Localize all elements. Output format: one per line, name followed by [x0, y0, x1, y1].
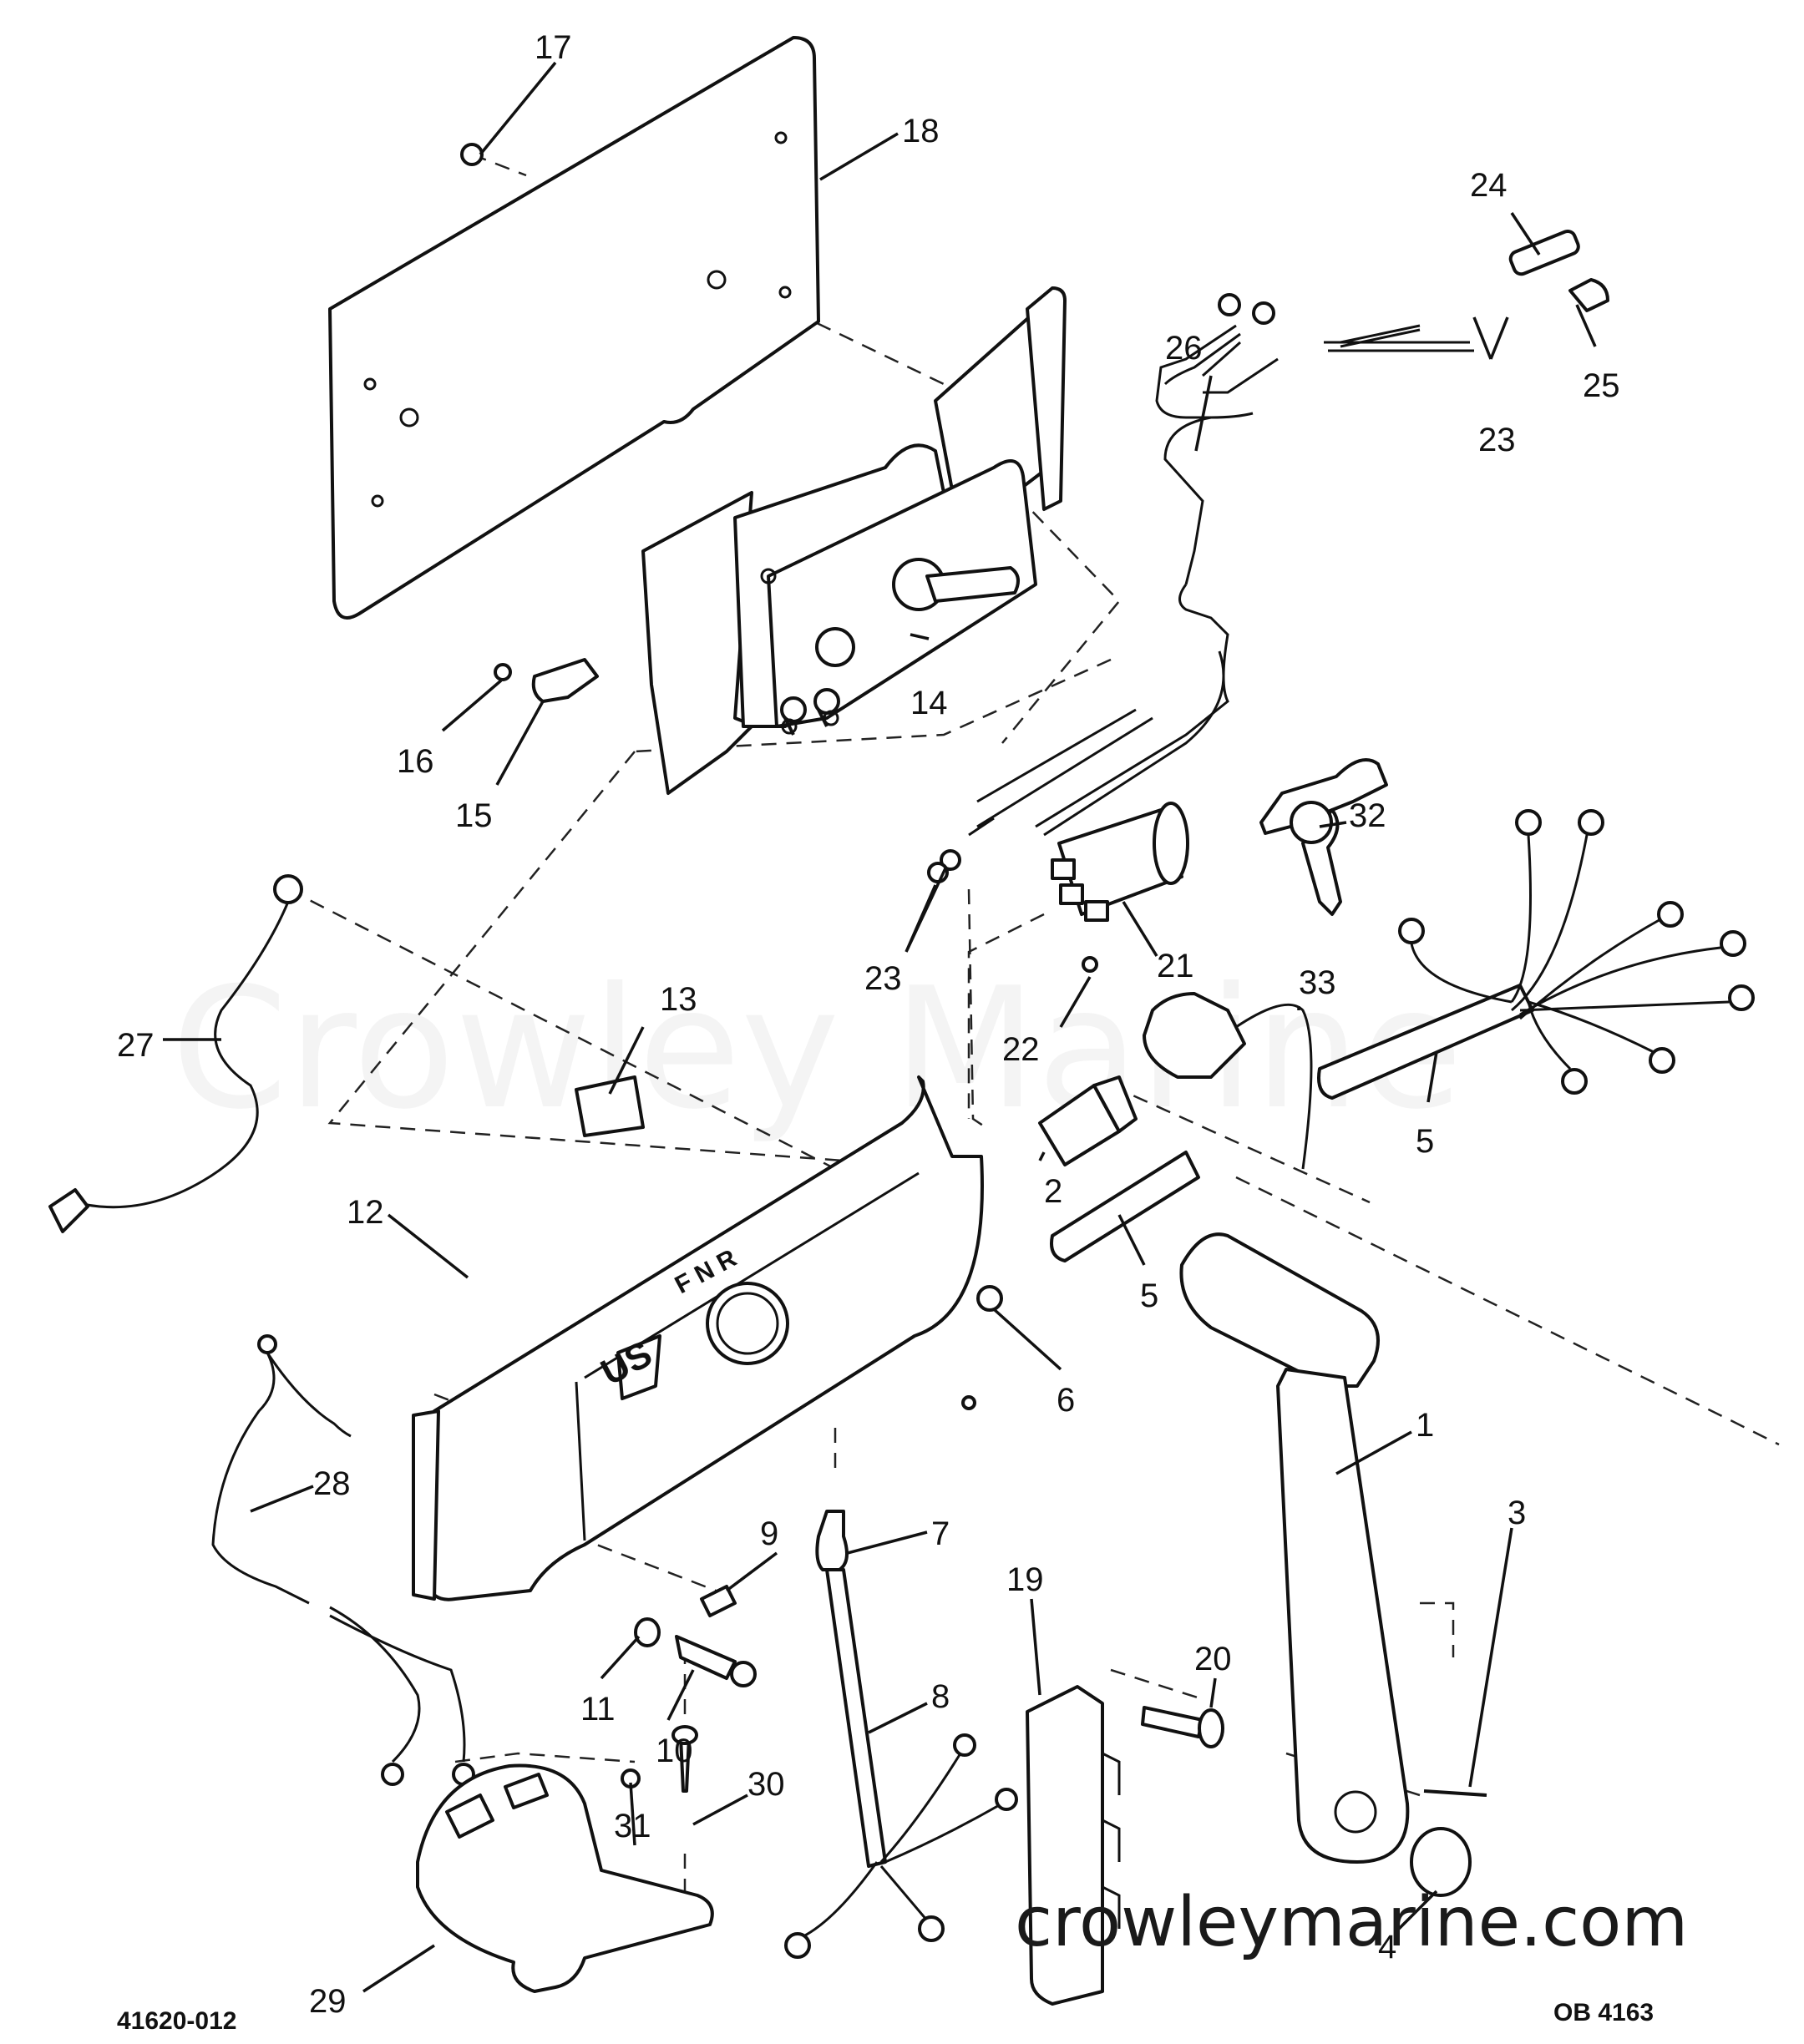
callout-21: 21: [1157, 948, 1194, 984]
callout-29: 29: [309, 1983, 347, 2020]
callout-17: 17: [535, 29, 572, 66]
screw-3: [1423, 1789, 1487, 1797]
callout-5a: 5: [1416, 1123, 1434, 1160]
callout-5b: 5: [1140, 1278, 1158, 1314]
callout-1: 1: [1416, 1407, 1434, 1444]
callout-8: 8: [931, 1678, 950, 1715]
callout-15: 15: [455, 797, 493, 834]
callout-11: 11: [580, 1691, 616, 1728]
bolt-9: [700, 1585, 737, 1617]
washer-11: [634, 1617, 661, 1647]
watermark-overlay: Crowley Marine: [171, 952, 1463, 1146]
callout-16: 16: [397, 743, 434, 780]
clip-15: [531, 658, 599, 703]
callout-23a: 23: [1478, 422, 1516, 458]
callout-12: 12: [347, 1194, 384, 1231]
nut-16: [494, 663, 512, 681]
wiring-harness: [1317, 809, 1755, 1100]
screw-10: [675, 1635, 757, 1687]
callout-25: 25: [1583, 367, 1620, 404]
callout-27: 27: [117, 1027, 155, 1064]
keys: [1259, 758, 1388, 916]
ground-lead-27: [48, 874, 303, 1233]
drawing-ref-left: 41620-012: [117, 2007, 236, 2035]
callout-19: 19: [1006, 1561, 1044, 1598]
wiring-8: [784, 1510, 1018, 1959]
callout-22: 22: [1002, 1031, 1040, 1068]
screw-22: [1082, 956, 1098, 973]
callout-3: 3: [1508, 1495, 1526, 1531]
callout-31: 31: [614, 1808, 651, 1844]
drawing-ref-right: OB 4163: [1553, 1999, 1654, 2026]
callout-23c: 23: [864, 960, 902, 997]
callout-4: 4: [1378, 1929, 1396, 1966]
callout-7: 7: [931, 1515, 950, 1552]
screw-30: [671, 1725, 698, 1793]
mounting-plate: [328, 36, 820, 620]
retaining-ring-6: [976, 1285, 1003, 1312]
knob-33: [1143, 992, 1313, 1170]
callout-10: 10: [656, 1733, 693, 1769]
callout-13: 13: [660, 981, 697, 1018]
leader-lines: [163, 61, 1597, 1993]
callout-32: 32: [1349, 797, 1386, 834]
cap-4: [1410, 1827, 1472, 1897]
callout-33: 33: [1299, 964, 1336, 1001]
control-box: [412, 1075, 984, 1601]
warning-horn: [416, 1763, 714, 1993]
control-handle: [1179, 1232, 1410, 1864]
callout-24: 24: [1470, 167, 1508, 204]
callout-2: 2: [1044, 1173, 1062, 1210]
callout-28: 28: [313, 1465, 351, 1502]
spring-plate-13: [575, 1075, 645, 1137]
tube-5: [1050, 1151, 1200, 1262]
callout-14: 14: [910, 685, 948, 721]
nut-17: [460, 143, 484, 166]
lead-28: [211, 1334, 475, 1786]
watermark-footer: crowleymarine.com: [1015, 1883, 1688, 1962]
ignition-switch: [1051, 802, 1189, 922]
control-cables: [968, 324, 1474, 837]
callout-18: 18: [902, 113, 940, 149]
callout-labels: 17 18 24 26 25 23 23 14 16 15 32 23 21 2…: [117, 29, 1620, 2020]
control-mechanism: [641, 286, 1067, 795]
callout-6: 6: [1057, 1382, 1075, 1419]
callout-30: 30: [747, 1766, 785, 1803]
callout-20: 20: [1194, 1641, 1232, 1677]
assembly-lines: [287, 153, 1780, 1912]
callout-9: 9: [760, 1515, 778, 1552]
screw-20: [1141, 1706, 1224, 1748]
callout-26: 26: [1165, 330, 1203, 367]
terminal-block-19: [1026, 1685, 1121, 2006]
neutral-switch: [1038, 1075, 1138, 1166]
